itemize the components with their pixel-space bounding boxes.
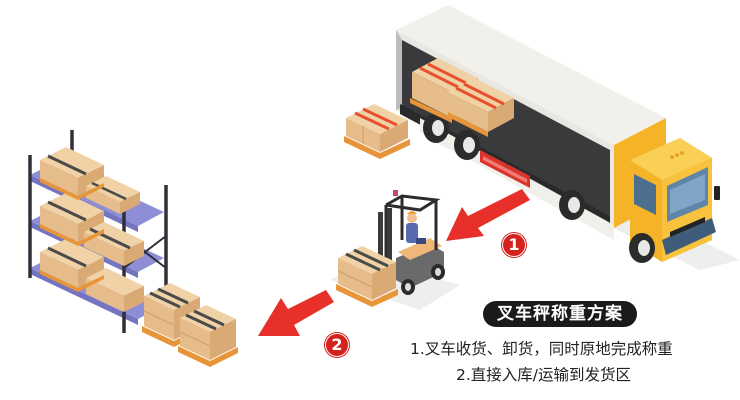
flow-arrow-1 xyxy=(446,189,530,241)
warehouse-shelving xyxy=(28,130,168,333)
pallet-boxes-near-truck xyxy=(344,104,410,159)
diagram-title: 叉车秤称重方案 xyxy=(483,301,637,327)
truck-illustration xyxy=(396,5,720,263)
truck-cargo-boxes xyxy=(410,58,514,137)
forklift-illustration xyxy=(336,190,445,307)
step-marker-1: 1 xyxy=(502,233,526,257)
step-marker-2: 2 xyxy=(325,333,349,357)
flow-arrow-2 xyxy=(258,290,334,336)
step-description-1: 1.叉车收货、卸货，同时原地完成称重 xyxy=(410,340,673,358)
step-description-2: 2.直接入库/运输到发货区 xyxy=(456,366,632,384)
stacked-pallets xyxy=(142,283,238,367)
